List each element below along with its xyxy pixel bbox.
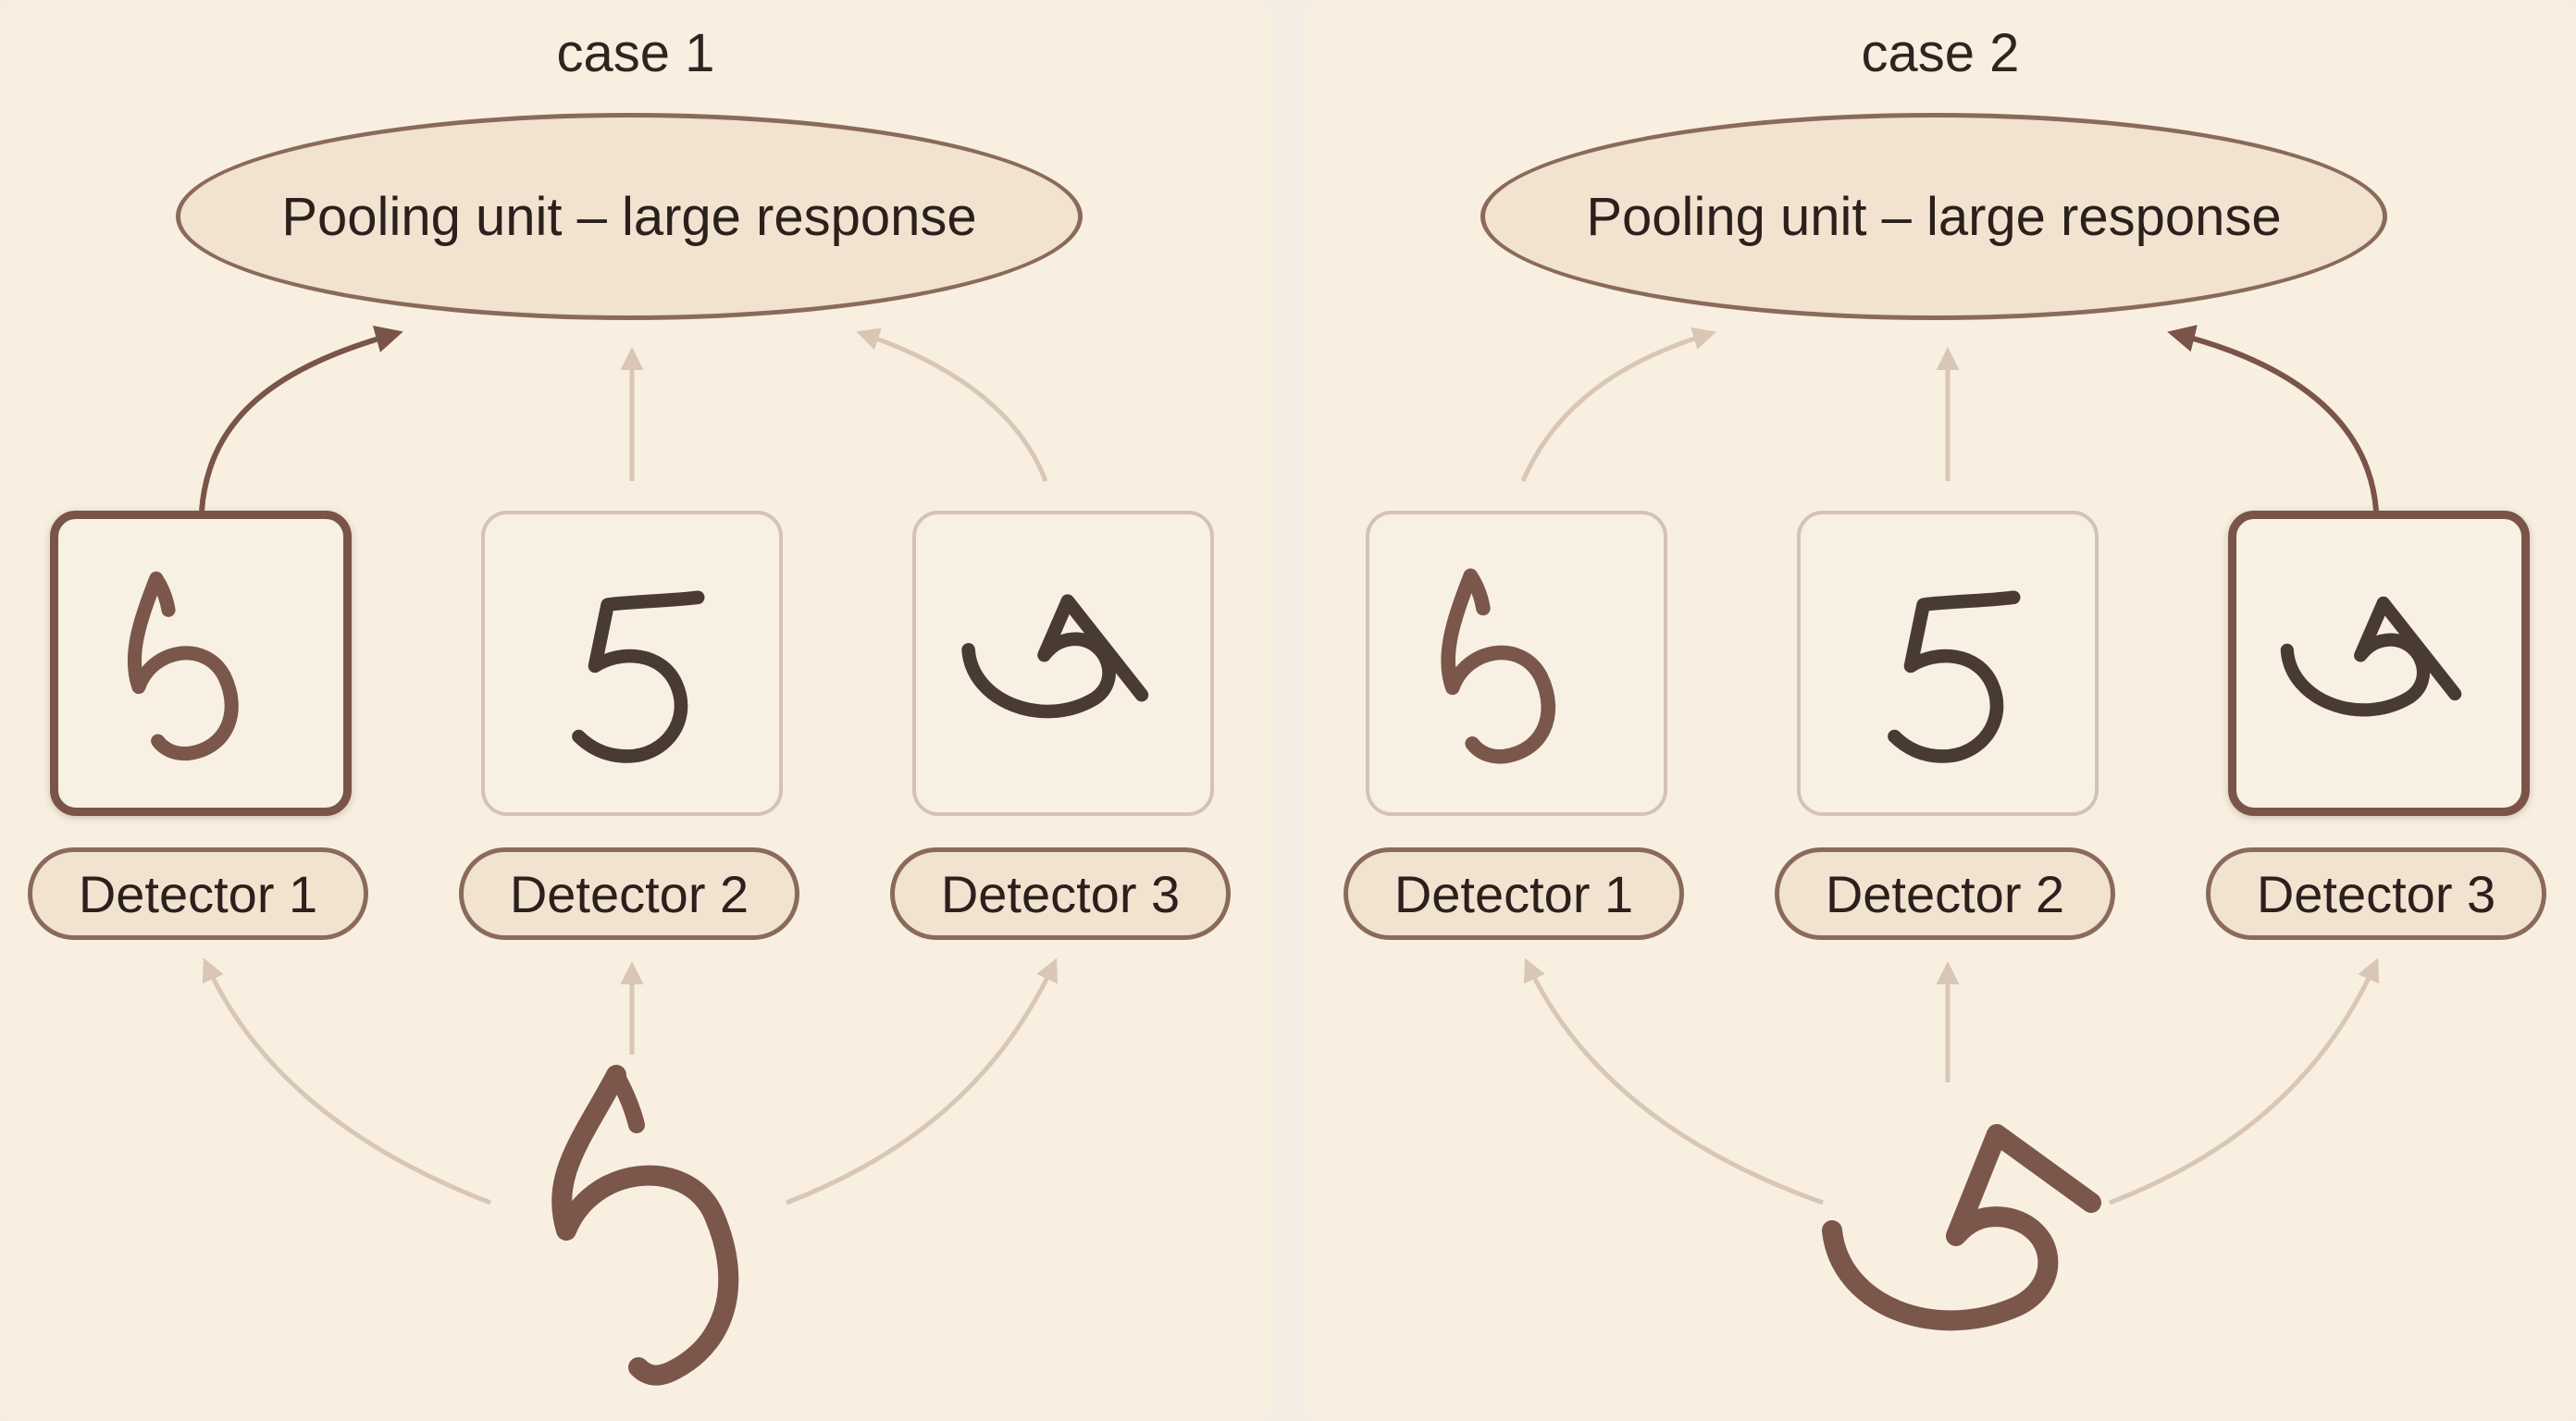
detector-2-box [481,511,783,816]
pooling-unit: Pooling unit – large response [1480,113,2387,320]
active-arrow [199,325,403,512]
rotated-five-left-icon [1441,568,1556,764]
detector-1-label: Detector 1 [28,847,368,940]
detector-1-box [1366,511,1667,816]
pooling-unit: Pooling unit – large response [176,113,1083,320]
input-digit-five-icon [1822,1124,2101,1331]
rotated-five-right-icon [2280,596,2462,717]
case-1-panel: case 1 Pooling unit – large response Det… [0,0,1271,1421]
upright-five-icon [1888,590,2021,763]
detector-3-label: Detector 3 [2206,847,2546,940]
detector-2-box [1797,511,2099,816]
detector-3-box [912,511,1214,816]
detector-1-label: Detector 1 [1344,847,1684,940]
faint-arrow [1524,958,1824,1205]
detector-3-box [2228,511,2530,816]
detector-3-label: Detector 3 [890,847,1231,940]
panel-2-arrows [1520,325,2380,1331]
case-2-panel: case 2 Pooling unit – large response Det… [1305,0,2576,1421]
rotated-five-right-icon [961,594,1149,719]
detector-1-box [50,511,352,816]
rotated-five-left-icon [127,571,239,761]
upright-five-icon [572,590,705,763]
faint-arrow [2109,958,2380,1205]
faint-arrow [202,958,491,1205]
faint-arrow [786,958,1058,1205]
panel-1-arrows [199,325,1058,1386]
faint-arrow [856,327,1048,482]
detector-2-label: Detector 2 [1775,847,2115,940]
active-arrow [2167,325,2379,512]
panel-title: case 1 [556,23,715,83]
input-digit-five-icon [551,1065,739,1386]
faint-arrow [1520,327,1716,482]
panel-title: case 2 [1861,23,2020,83]
detector-2-label: Detector 2 [459,847,799,940]
